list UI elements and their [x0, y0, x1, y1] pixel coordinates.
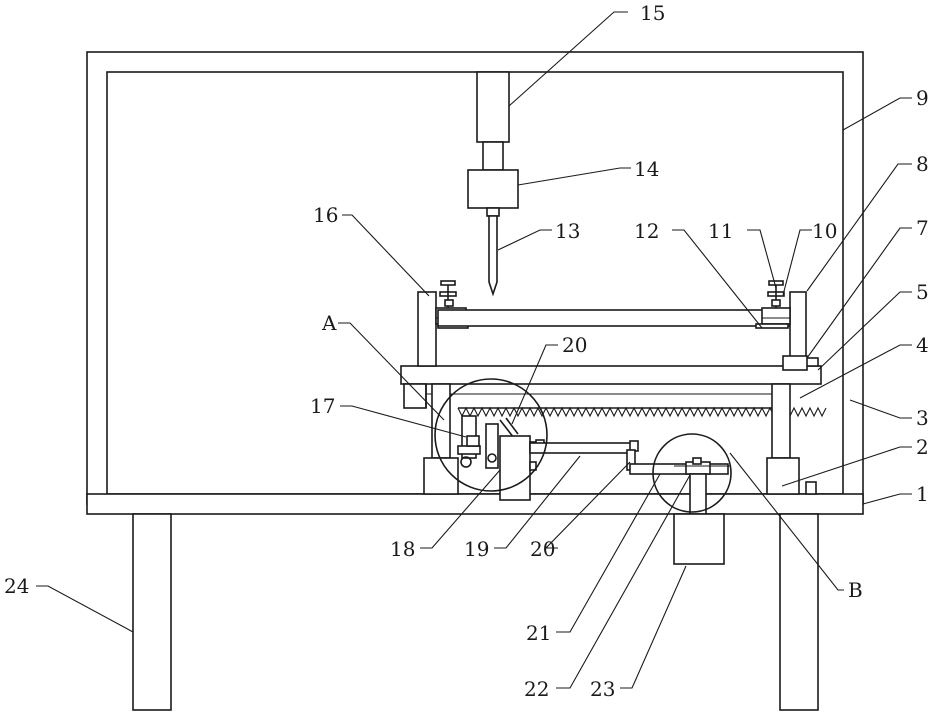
label-9: 9 — [916, 86, 929, 110]
label-7: 7 — [916, 216, 929, 240]
label-14: 14 — [634, 157, 659, 181]
right-clamp — [756, 281, 807, 370]
label-a: A — [321, 311, 337, 335]
left-leg — [133, 514, 171, 710]
work-table — [401, 358, 821, 408]
label-18: 18 — [390, 537, 415, 561]
base-plate — [87, 494, 863, 514]
label-19: 19 — [464, 537, 489, 561]
label-3: 3 — [916, 406, 929, 430]
label-15: 15 — [640, 1, 665, 25]
label-10: 10 — [812, 219, 837, 243]
label-11: 11 — [708, 219, 733, 243]
label-8: 8 — [916, 152, 929, 176]
label-23: 23 — [590, 677, 615, 701]
label-1: 1 — [916, 482, 929, 506]
label-2: 2 — [916, 435, 929, 459]
table-supports — [424, 384, 816, 494]
label-20-top: 20 — [562, 333, 587, 357]
label-21: 21 — [526, 621, 551, 645]
label-24: 24 — [4, 574, 29, 598]
workpiece — [438, 310, 794, 326]
label-b: B — [848, 578, 863, 602]
label-16: 16 — [313, 203, 338, 227]
rack — [458, 408, 826, 416]
label-17: 17 — [310, 394, 335, 418]
label-5: 5 — [916, 280, 929, 304]
label-13: 13 — [555, 219, 580, 243]
label-4: 4 — [916, 333, 929, 357]
label-12: 12 — [634, 219, 659, 243]
label-20-bottom: 20 — [530, 537, 555, 561]
label-22: 22 — [524, 677, 549, 701]
right-leg — [780, 514, 818, 710]
